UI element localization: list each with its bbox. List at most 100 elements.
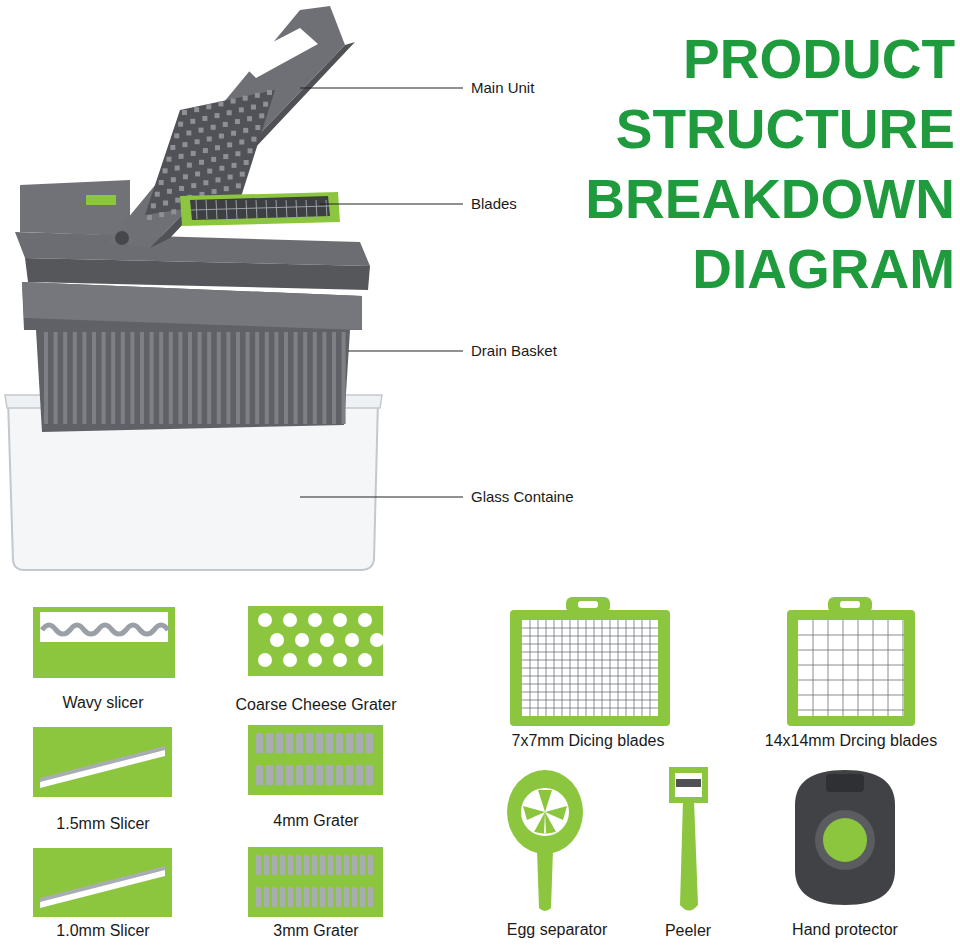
peeler xyxy=(672,770,705,911)
tab-hole xyxy=(840,601,860,608)
grid-line xyxy=(522,628,658,629)
press-dot xyxy=(182,110,187,115)
press-dot xyxy=(231,99,236,104)
diagram-title: PRODUCT STRUCTURE BREAKDOWN DIAGRAM xyxy=(575,24,955,304)
basket-slat xyxy=(322,332,326,424)
press-dot xyxy=(235,119,240,124)
grater-tooth xyxy=(264,855,269,875)
press-dot xyxy=(191,183,196,188)
basket-slat xyxy=(342,332,346,424)
press-dot xyxy=(263,102,268,107)
grid-line xyxy=(843,620,844,716)
grid-line xyxy=(522,636,658,637)
grid-line xyxy=(522,644,658,645)
grid-line xyxy=(798,695,904,696)
grater-tooth xyxy=(336,733,343,753)
slicer-15 xyxy=(33,727,172,797)
press-dot xyxy=(179,154,184,159)
dicing-blade-7 xyxy=(510,597,670,726)
press-dot xyxy=(155,192,160,197)
press-dot xyxy=(203,148,208,153)
press-dot xyxy=(203,180,208,185)
hinge xyxy=(115,231,129,245)
grater-tooth xyxy=(288,855,293,875)
grater-tooth xyxy=(336,855,341,875)
protector-body xyxy=(795,770,895,905)
basket-slat xyxy=(63,332,67,424)
basket-slat xyxy=(265,332,269,424)
grater-tooth xyxy=(312,855,317,875)
grater-tooth xyxy=(256,887,261,907)
grater-tooth xyxy=(304,887,309,907)
press-dot xyxy=(243,96,248,101)
basket-slat xyxy=(102,332,106,424)
blade-grid xyxy=(190,196,330,220)
grater-hole xyxy=(258,653,272,667)
press-dot xyxy=(183,174,188,179)
basket-slat xyxy=(284,332,288,424)
grater-hole xyxy=(333,613,347,627)
accessory-label: 1.5mm Slicer xyxy=(56,815,149,833)
blade-frame xyxy=(787,610,915,726)
press-dot xyxy=(243,128,248,133)
accessory-label: 7x7mm Dicing blades xyxy=(512,732,665,750)
straight-blade xyxy=(40,866,165,902)
grater-hole xyxy=(258,613,272,627)
grater-tooth xyxy=(356,765,363,785)
grid-line xyxy=(798,635,904,636)
leader-line xyxy=(300,87,463,88)
grater-tooth xyxy=(306,765,313,785)
basket-slat xyxy=(274,332,278,424)
accessory-label: 3mm Grater xyxy=(273,922,358,940)
press-dot xyxy=(175,165,180,170)
straight-blade xyxy=(40,746,165,782)
grater-hole xyxy=(308,653,322,667)
blade-edge xyxy=(86,195,116,205)
leader-lines xyxy=(300,88,463,497)
part-label: Drain Basket xyxy=(471,342,557,360)
grater-tooth xyxy=(328,855,333,875)
blade-window xyxy=(522,620,658,716)
basket-slat xyxy=(73,332,77,424)
blade-frame xyxy=(510,610,670,726)
grid-line xyxy=(903,620,904,716)
press-dot xyxy=(215,113,220,118)
basket-slat xyxy=(150,332,154,424)
grid-line xyxy=(522,668,658,669)
press-dot xyxy=(236,183,241,188)
accessory-label: Hand protector xyxy=(792,921,898,939)
basket-rim xyxy=(22,282,362,330)
grater-tooth xyxy=(316,733,323,753)
blade-line xyxy=(296,200,297,219)
basket-slat xyxy=(130,332,134,424)
separator-petals xyxy=(523,790,567,834)
accessory-label: Wavy slicer xyxy=(62,694,143,712)
part-label: Blades xyxy=(471,195,517,213)
grater-tooth xyxy=(320,887,325,907)
press-dot xyxy=(163,200,168,205)
grater-tooth xyxy=(286,733,293,753)
grater-tooth xyxy=(316,765,323,785)
basket-slat xyxy=(169,332,173,424)
blade-grid-lines xyxy=(191,200,329,219)
press-dot xyxy=(215,145,220,150)
blade-plate xyxy=(33,848,172,917)
press-dot xyxy=(223,122,228,127)
grater-teeth xyxy=(256,733,373,785)
part-label: Glass Containe xyxy=(471,488,574,506)
grater-tooth xyxy=(264,887,269,907)
grid-line xyxy=(828,620,829,716)
press-dot xyxy=(211,157,216,162)
grater-tooth xyxy=(336,887,341,907)
basket-slat xyxy=(236,332,240,424)
press-dot xyxy=(147,215,152,220)
grater-hole xyxy=(283,613,297,627)
grid-line xyxy=(522,708,658,709)
press-dot xyxy=(227,142,232,147)
press-dot xyxy=(207,169,212,174)
press-dot xyxy=(199,128,204,133)
accessory-label: Egg separator xyxy=(507,921,608,939)
grater-tooth xyxy=(320,855,325,875)
basket-slat xyxy=(332,332,336,424)
press-dot xyxy=(251,105,256,110)
